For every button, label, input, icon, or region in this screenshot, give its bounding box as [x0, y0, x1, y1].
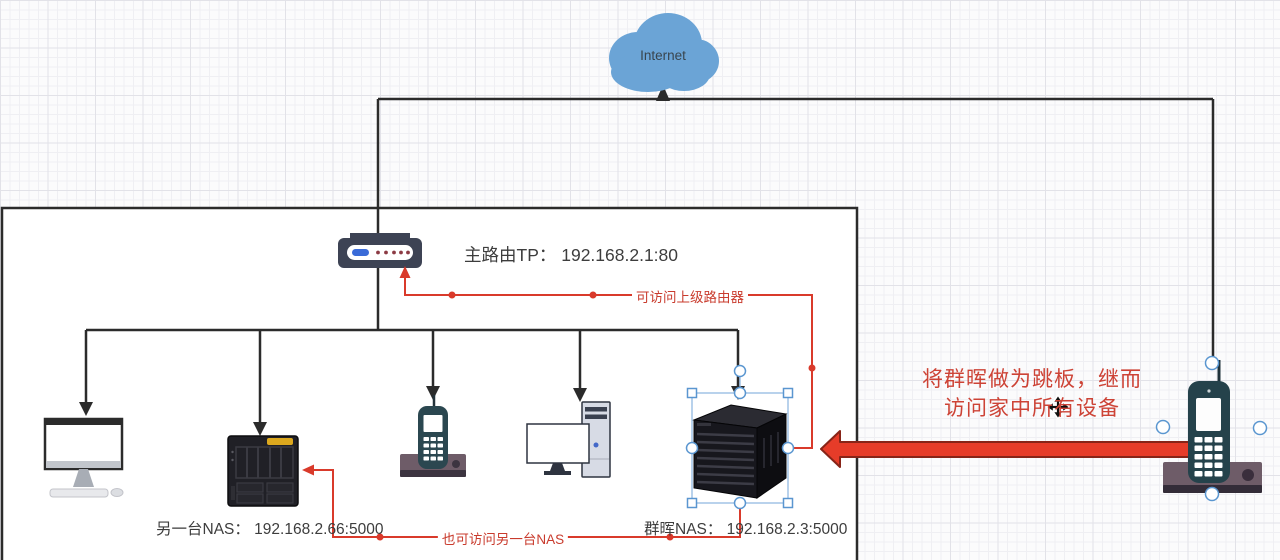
cordless-phone-icon[interactable]	[400, 395, 466, 477]
edge-note-router[interactable]: 可访问上级路由器	[632, 286, 748, 306]
red-link-to-nas[interactable]	[302, 464, 741, 541]
jump-arrow[interactable]	[820, 430, 1196, 468]
qnap-nas-label[interactable]: 另一台NAS： 192.168.2.66:5000	[156, 521, 384, 538]
jump-note-line1[interactable]: 将群晖做为跳板，继而	[922, 368, 1142, 391]
router-icon[interactable]	[338, 233, 422, 268]
synology-nas-label[interactable]: 群晖NAS： 192.168.2.3:5000	[644, 521, 848, 538]
network-link-arrowheads	[79, 85, 745, 436]
imac-computer-icon[interactable]	[43, 417, 124, 498]
jump-note-line2[interactable]: 访问家中所有设备	[944, 397, 1120, 420]
remote-phone-icon[interactable]	[1163, 360, 1262, 493]
synology-selection-handles[interactable]	[685, 364, 795, 510]
internet-cloud-icon[interactable]	[609, 13, 719, 92]
synology-nas-icon[interactable]	[692, 404, 788, 499]
red-link-to-router[interactable]	[399, 266, 816, 449]
router-label[interactable]: 主路由TP： 192.168.2.1:80	[464, 245, 678, 265]
desktop-pc-icon[interactable]	[526, 401, 611, 478]
qnap-nas-icon[interactable]	[227, 435, 299, 507]
remote-phone-handles[interactable]	[1155, 355, 1268, 502]
lan-boundary-box[interactable]	[0, 206, 859, 560]
internet-label: Internet	[640, 48, 686, 63]
network-link-lines[interactable]	[84, 97, 1215, 424]
move-cursor-icon	[1045, 394, 1071, 420]
edge-note-nas[interactable]: 也可访问另一台NAS	[437, 528, 569, 548]
